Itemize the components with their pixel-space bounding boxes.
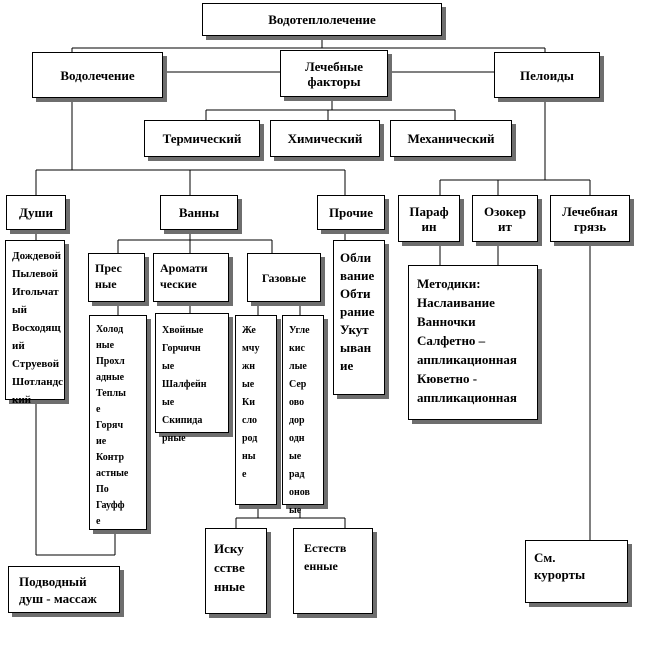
ozokerit-box: Озокер ит — [472, 195, 538, 242]
kurorty-box: См. курорты — [525, 540, 628, 603]
aromaticheskie-box: Аромати ческие — [153, 253, 229, 302]
peloidy-box: Пелоиды — [494, 52, 600, 98]
lechebnye-faktory-box: Лечебные факторы — [280, 50, 388, 97]
gazovye-left-list-box: Же мчу жн ые Ки сло род ны е — [235, 315, 277, 505]
prochie-list-box: Обли вание Обти рание Укут ыван ие — [333, 240, 385, 395]
gazovye-box: Газовые — [247, 253, 321, 302]
podvodny-dush-box: Подводный душ - массаж — [8, 566, 120, 613]
himicheskiy-box: Химический — [270, 120, 380, 157]
dushi-list-box: Дождевой Пылевой Игольчат ый Восходящ ий… — [5, 240, 65, 406]
iskusstvennye-box: Иску сстве нные — [205, 528, 267, 614]
parafin-box: Параф ин — [398, 195, 460, 242]
metodiki-box: Методики: Наслаивание Ванночки Салфетно … — [408, 265, 538, 420]
vodolechenie-box: Водолечение — [32, 52, 163, 98]
presnye-list-box: Холод ные Прохл адные Теплы е Горяч ие К… — [89, 315, 147, 530]
gazovye-right-list-box: Угле кис лые Сер ово дор одн ые рад онов… — [282, 315, 324, 516]
termicheskiy-box: Термический — [144, 120, 260, 157]
mehanicheskiy-box: Механический — [390, 120, 512, 157]
prochie-box: Прочие — [317, 195, 385, 230]
presnye-box: Прес ные — [88, 253, 145, 302]
vanny-box: Ванны — [160, 195, 238, 230]
aromaticheskie-list-box: Хвойные Горчичн ые Шалфейн ые Скипида рн… — [155, 313, 229, 444]
estestvennye-box: Естеств енные — [293, 528, 373, 614]
lechebnaya-gryaz-box: Лечебная грязь — [550, 195, 630, 242]
dushi-box: Души — [6, 195, 66, 230]
title-box: Водотеплолечение — [202, 3, 442, 36]
